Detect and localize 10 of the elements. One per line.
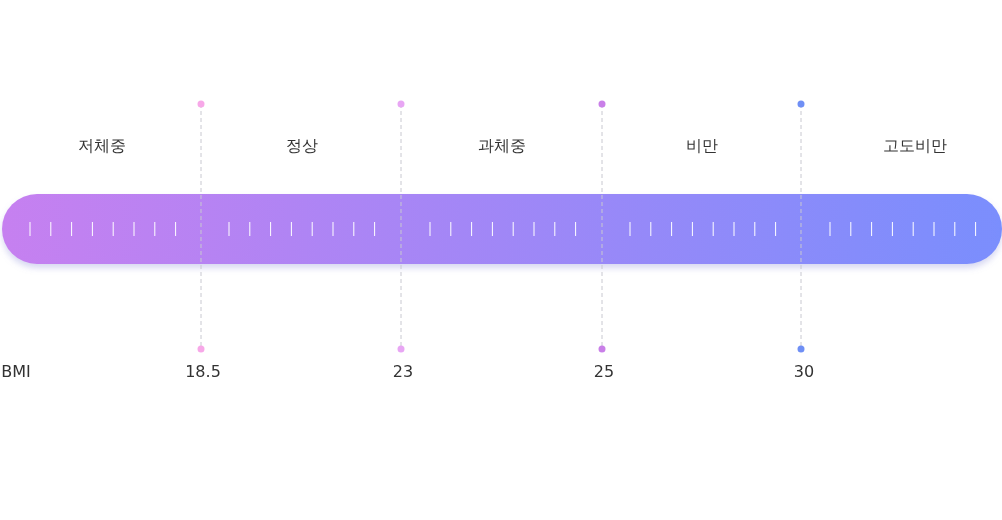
tick-value: 23	[392, 362, 414, 381]
category-label: 과체중	[478, 136, 526, 157]
axis-label: BMI	[1, 362, 31, 381]
tick-value: 18.5	[185, 362, 221, 381]
tick-value: 30	[793, 362, 815, 381]
category-label: 저체중	[78, 136, 126, 157]
category-label: 정상	[286, 136, 318, 157]
tick-value: 25	[593, 362, 615, 381]
category-label: 비만	[686, 136, 718, 157]
category-label: 고도비만	[883, 136, 947, 157]
